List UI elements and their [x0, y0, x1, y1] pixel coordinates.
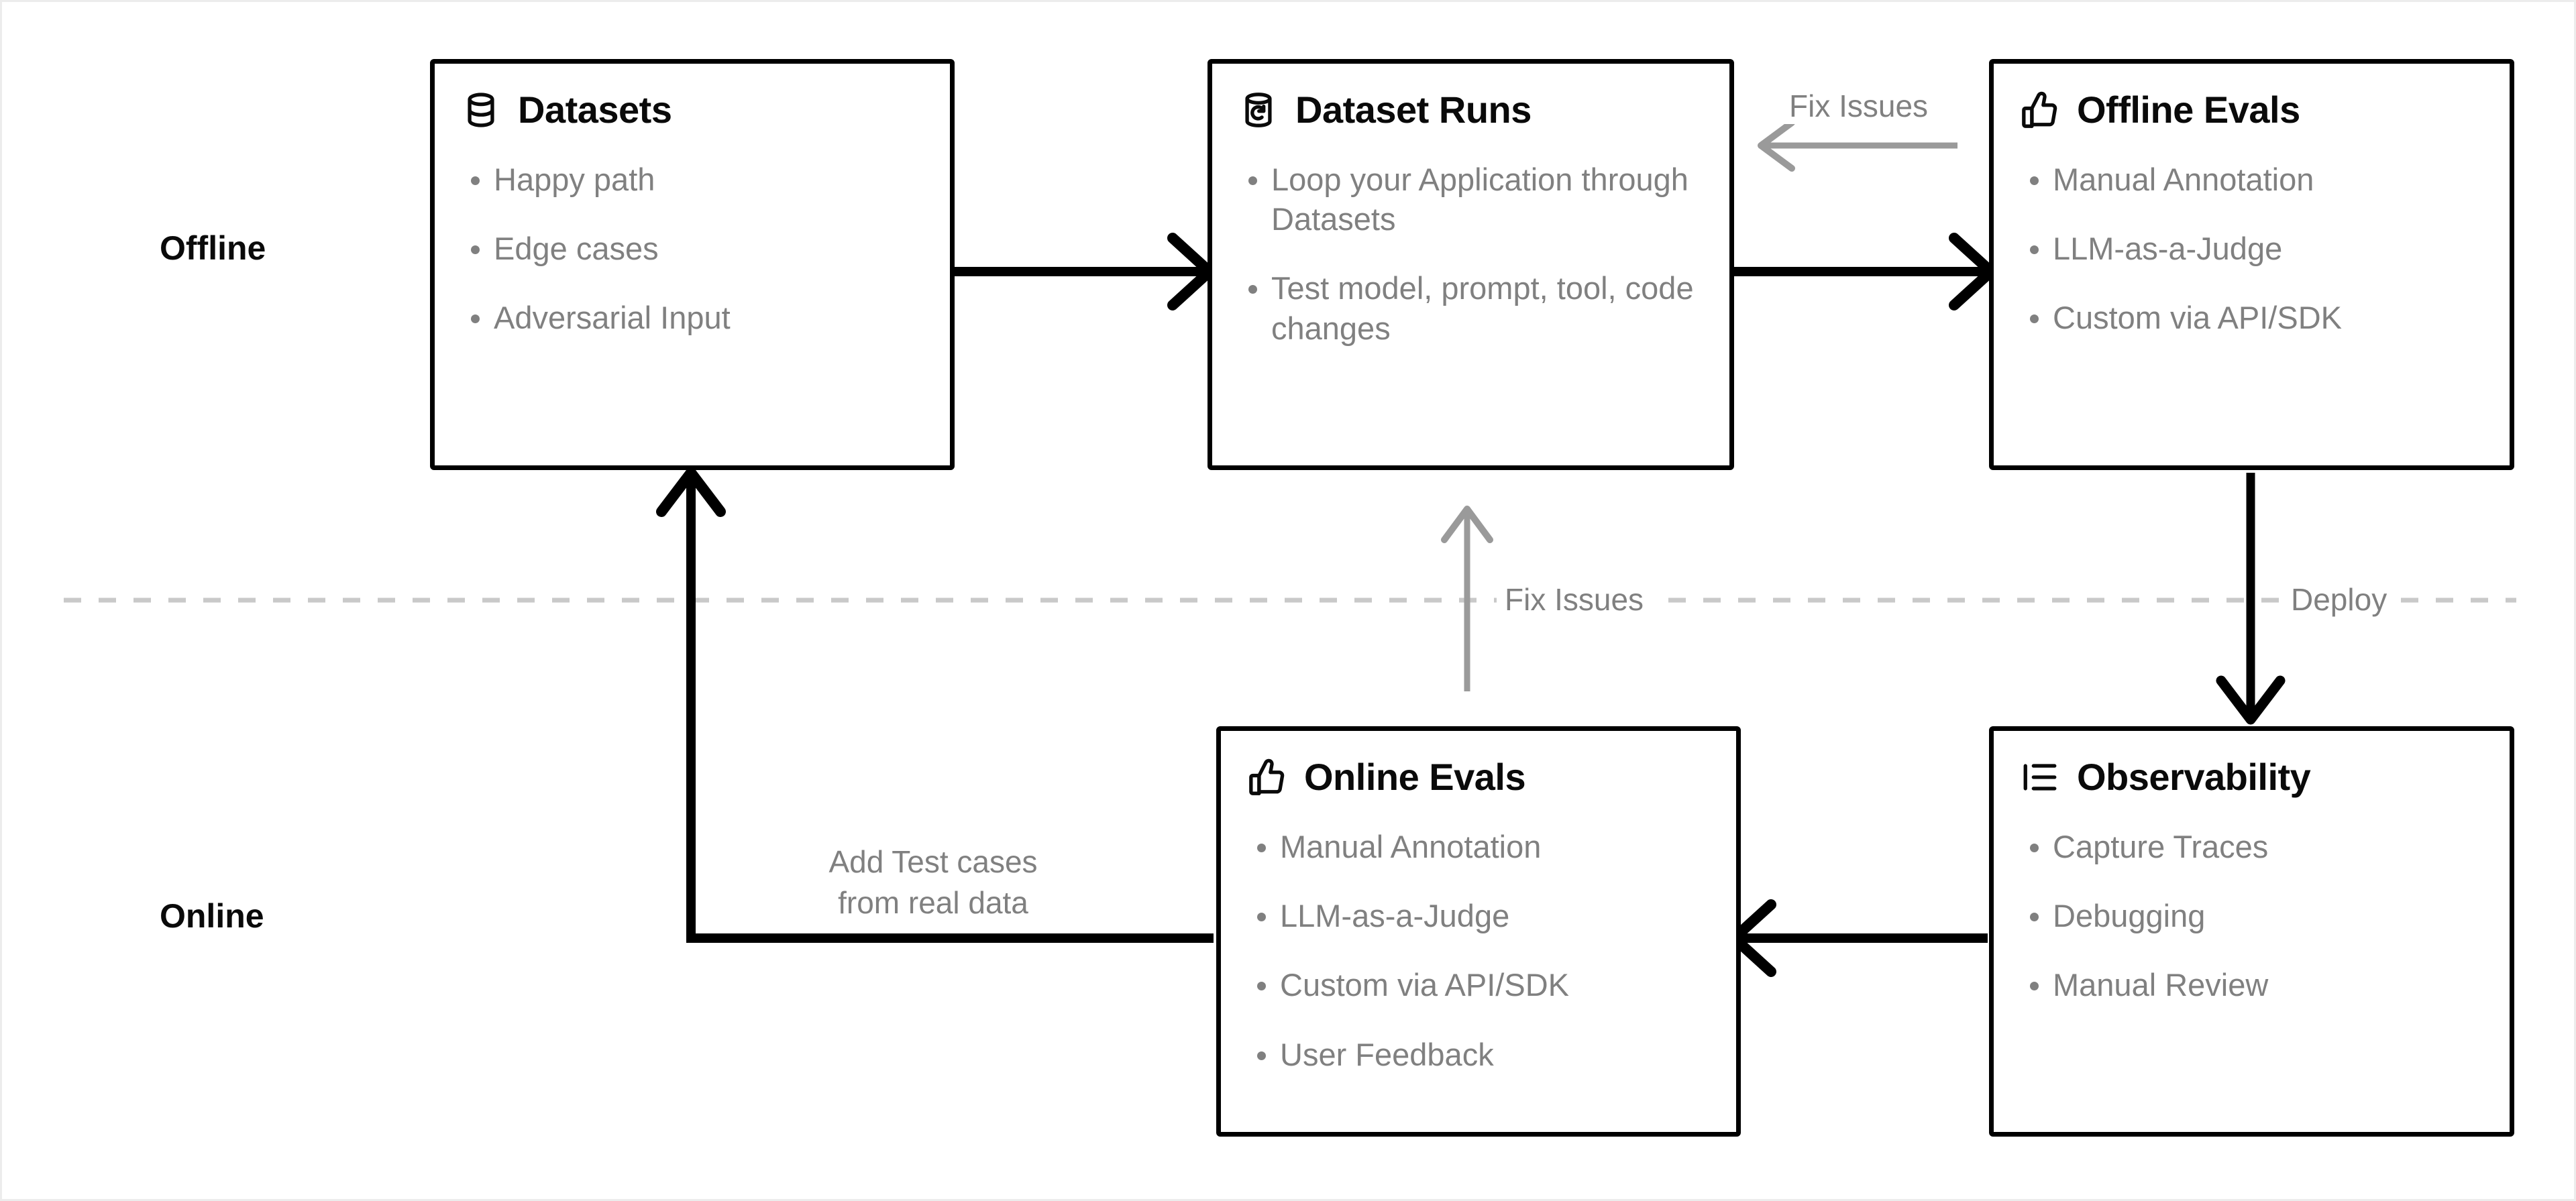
node-offline-evals-title: Offline Evals — [2077, 89, 2300, 131]
list-item: Debugging — [2021, 896, 2483, 935]
node-offline-evals[interactable]: Offline Evals Manual Annotation LLM-as-a… — [1989, 59, 2514, 470]
edge-label-fix-issues-mid: Fix Issues — [1497, 581, 1652, 618]
node-datasets-title: Datasets — [518, 89, 672, 131]
edge-online-evals-fix-issues — [1441, 506, 1493, 691]
edge-label-add-test-cases: Add Test cases from real data — [806, 842, 1061, 923]
node-observability-title: Observability — [2077, 756, 2311, 798]
node-datasets[interactable]: Datasets Happy path Edge cases Adversari… — [430, 59, 955, 470]
database-icon — [468, 92, 494, 127]
node-dataset-runs-bullets: Loop your Application through Datasets T… — [1239, 160, 1703, 348]
node-observability-header: Observability — [2021, 755, 2483, 799]
add-test-cases-line-1: Add Test cases — [828, 844, 1038, 879]
list-item: Custom via API/SDK — [1248, 965, 1709, 1005]
node-datasets-bullets: Happy path Edge cases Adversarial Input — [462, 160, 923, 338]
list-item: Test model, prompt, tool, code changes — [1239, 268, 1703, 347]
edge-observability-to-online-evals — [1729, 899, 1988, 977]
list-item: Adversarial Input — [462, 298, 923, 337]
list-item: LLM-as-a-Judge — [1248, 896, 1709, 935]
node-online-evals-title: Online Evals — [1304, 756, 1526, 798]
edge-offline-evals-deploy — [2216, 473, 2286, 725]
node-dataset-runs-header: Dataset Runs — [1239, 88, 1703, 131]
node-online-evals[interactable]: Online Evals Manual Annotation LLM-as-a-… — [1216, 726, 1741, 1137]
node-observability[interactable]: Observability Capture Traces Debugging M… — [1989, 726, 2514, 1137]
node-online-evals-bullets: Manual Annotation LLM-as-a-Judge Custom … — [1248, 827, 1709, 1074]
list-item: Happy path — [462, 160, 923, 199]
edge-offline-evals-fix-issues — [1758, 119, 1957, 172]
band-label-online: Online — [160, 897, 264, 935]
list-item: User Feedback — [1248, 1035, 1709, 1074]
list-item: Capture Traces — [2021, 827, 2483, 866]
edge-dataset-runs-to-offline-evals — [1731, 233, 1996, 310]
list-item: Manual Annotation — [2021, 160, 2483, 199]
database-refresh-icon — [1245, 92, 1272, 127]
add-test-cases-line-2: from real data — [838, 884, 1028, 920]
list-item: LLM-as-a-Judge — [2021, 229, 2483, 268]
list-item: Custom via API/SDK — [2021, 298, 2483, 337]
thumbs-up-icon — [1249, 758, 1285, 795]
list-item: Loop your Application through Datasets — [1239, 160, 1703, 239]
node-online-evals-header: Online Evals — [1248, 755, 1709, 799]
edge-label-deploy: Deploy — [2283, 581, 2396, 618]
edge-datasets-to-dataset-runs — [953, 233, 1215, 310]
band-label-offline: Offline — [160, 229, 266, 267]
node-observability-bullets: Capture Traces Debugging Manual Review — [2021, 827, 2483, 1005]
list-item: Manual Review — [2021, 965, 2483, 1005]
list-item: Edge cases — [462, 229, 923, 268]
list-tree-icon — [2023, 763, 2057, 791]
node-dataset-runs[interactable]: Dataset Runs Loop your Application throu… — [1208, 59, 1734, 470]
node-offline-evals-header: Offline Evals — [2021, 88, 2483, 131]
thumbs-up-icon — [2022, 91, 2057, 128]
node-datasets-header: Datasets — [462, 88, 923, 131]
list-item: Manual Annotation — [1248, 827, 1709, 866]
node-offline-evals-bullets: Manual Annotation LLM-as-a-Judge Custom … — [2021, 160, 2483, 338]
edge-label-fix-issues-top: Fix Issues — [1781, 88, 1937, 124]
node-dataset-runs-title: Dataset Runs — [1295, 89, 1532, 131]
